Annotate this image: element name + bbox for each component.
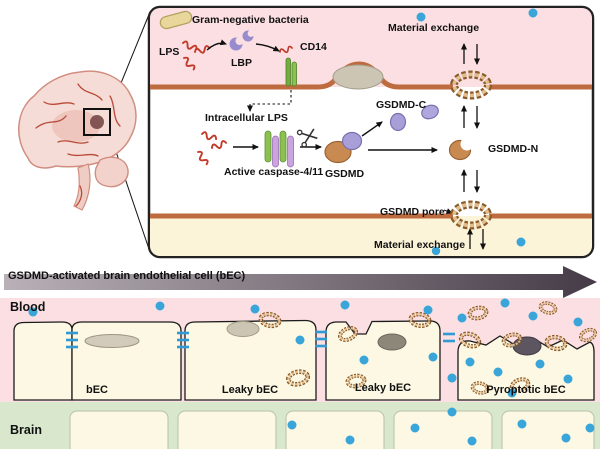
nucleus-leaky-2 bbox=[377, 333, 407, 351]
tight-junction-icons bbox=[66, 330, 455, 349]
caspase-icon bbox=[264, 130, 294, 168]
label-cell-pyroptotic: Pyroptotic bEC bbox=[486, 384, 566, 396]
organelle-oval bbox=[332, 64, 384, 90]
blood-vessels bbox=[35, 83, 121, 207]
cd14-receptor-icon bbox=[278, 45, 297, 87]
material-dots-inset bbox=[416, 8, 538, 256]
gsdmd-complex-icon bbox=[324, 131, 363, 164]
mechanism-inset bbox=[147, 5, 595, 259]
label-gram-negative-bacteria: Gram-negative bacteria bbox=[192, 14, 309, 26]
label-gsdmd-pore: GSDMD pore bbox=[380, 206, 445, 218]
label-active-caspase: Active caspase-4/11 bbox=[224, 166, 324, 178]
lesion-spot bbox=[90, 115, 104, 129]
top-membrane bbox=[150, 61, 592, 90]
nucleus-pyroptotic bbox=[512, 336, 542, 356]
gsdmd-c-icon bbox=[389, 104, 439, 132]
label-gsdmd: GSDMD bbox=[325, 168, 365, 180]
bacterium-icon bbox=[159, 10, 193, 30]
label-cd14: CD14 bbox=[300, 41, 327, 53]
material-exchange-arrows bbox=[461, 43, 486, 250]
label-cell-leaky-2: Leaky bEC bbox=[354, 382, 412, 394]
label-material-exchange-bottom: Material exchange bbox=[374, 239, 466, 251]
progression-arrow bbox=[4, 266, 597, 298]
gsdmd-n-icon bbox=[448, 137, 474, 161]
brain-side-band bbox=[150, 216, 592, 256]
label-cell-bec: bEC bbox=[86, 384, 108, 396]
cell-leaky-2 bbox=[325, 320, 441, 401]
material-dots-bottom bbox=[28, 298, 595, 446]
brain-region-box bbox=[83, 108, 111, 136]
brainstem bbox=[73, 163, 91, 211]
bbb-schematic bbox=[0, 298, 600, 449]
nucleus-bec bbox=[84, 334, 140, 348]
label-intracellular-lps: Intracellular LPS bbox=[205, 112, 288, 124]
progression-arrow-label: GSDMD-activated brain endothelial cell (… bbox=[8, 270, 246, 282]
label-lps: LPS bbox=[159, 46, 180, 58]
label-material-exchange-top: Material exchange bbox=[388, 22, 480, 34]
label-gsdmd-n: GSDMD-N bbox=[488, 143, 539, 155]
brain-tissue-blocks bbox=[69, 410, 595, 449]
endothelial-cells bbox=[13, 319, 595, 401]
lbp-icon bbox=[229, 30, 255, 51]
label-brain: Brain bbox=[10, 423, 42, 437]
cell-leaky-1 bbox=[184, 319, 317, 401]
label-gsdmd-c: GSDMD-C bbox=[376, 99, 427, 111]
cerebellum bbox=[94, 156, 129, 188]
scissors-icon bbox=[296, 128, 318, 148]
nucleus-leaky-1 bbox=[226, 321, 260, 337]
pathway-arrows bbox=[206, 39, 453, 214]
label-blood: Blood bbox=[10, 300, 46, 314]
brain-illustration bbox=[18, 70, 137, 211]
cell-bec-left bbox=[13, 321, 73, 401]
label-cell-leaky-1: Leaky bEC bbox=[221, 384, 279, 396]
label-lbp: LBP bbox=[231, 57, 252, 69]
